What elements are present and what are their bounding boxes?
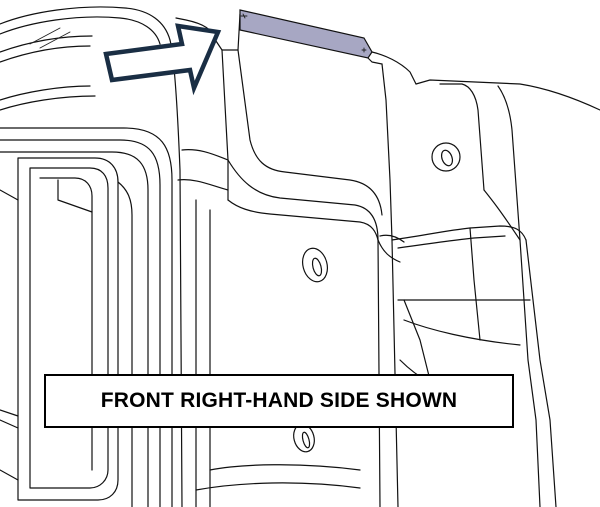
central-panel: [227, 49, 405, 507]
left-outer-flanges: [0, 6, 171, 111]
middle-hole: [302, 247, 328, 283]
top-tab: [221, 9, 417, 85]
upper-right-hole: [431, 142, 461, 172]
left-rounded-pocket: [0, 127, 173, 507]
caption-text: FRONT RIGHT-HAND SIDE SHOWN: [100, 389, 458, 412]
highlighted-edge-strip: [239, 9, 373, 59]
right-panel: [391, 79, 600, 507]
block-arrow-right-icon: [103, 23, 222, 96]
center-left-panel: [169, 17, 229, 507]
bottom-edges: [0, 409, 361, 491]
fastener-holes: [293, 142, 461, 453]
view-caption: FRONT RIGHT-HAND SIDE SHOWN: [44, 374, 514, 428]
